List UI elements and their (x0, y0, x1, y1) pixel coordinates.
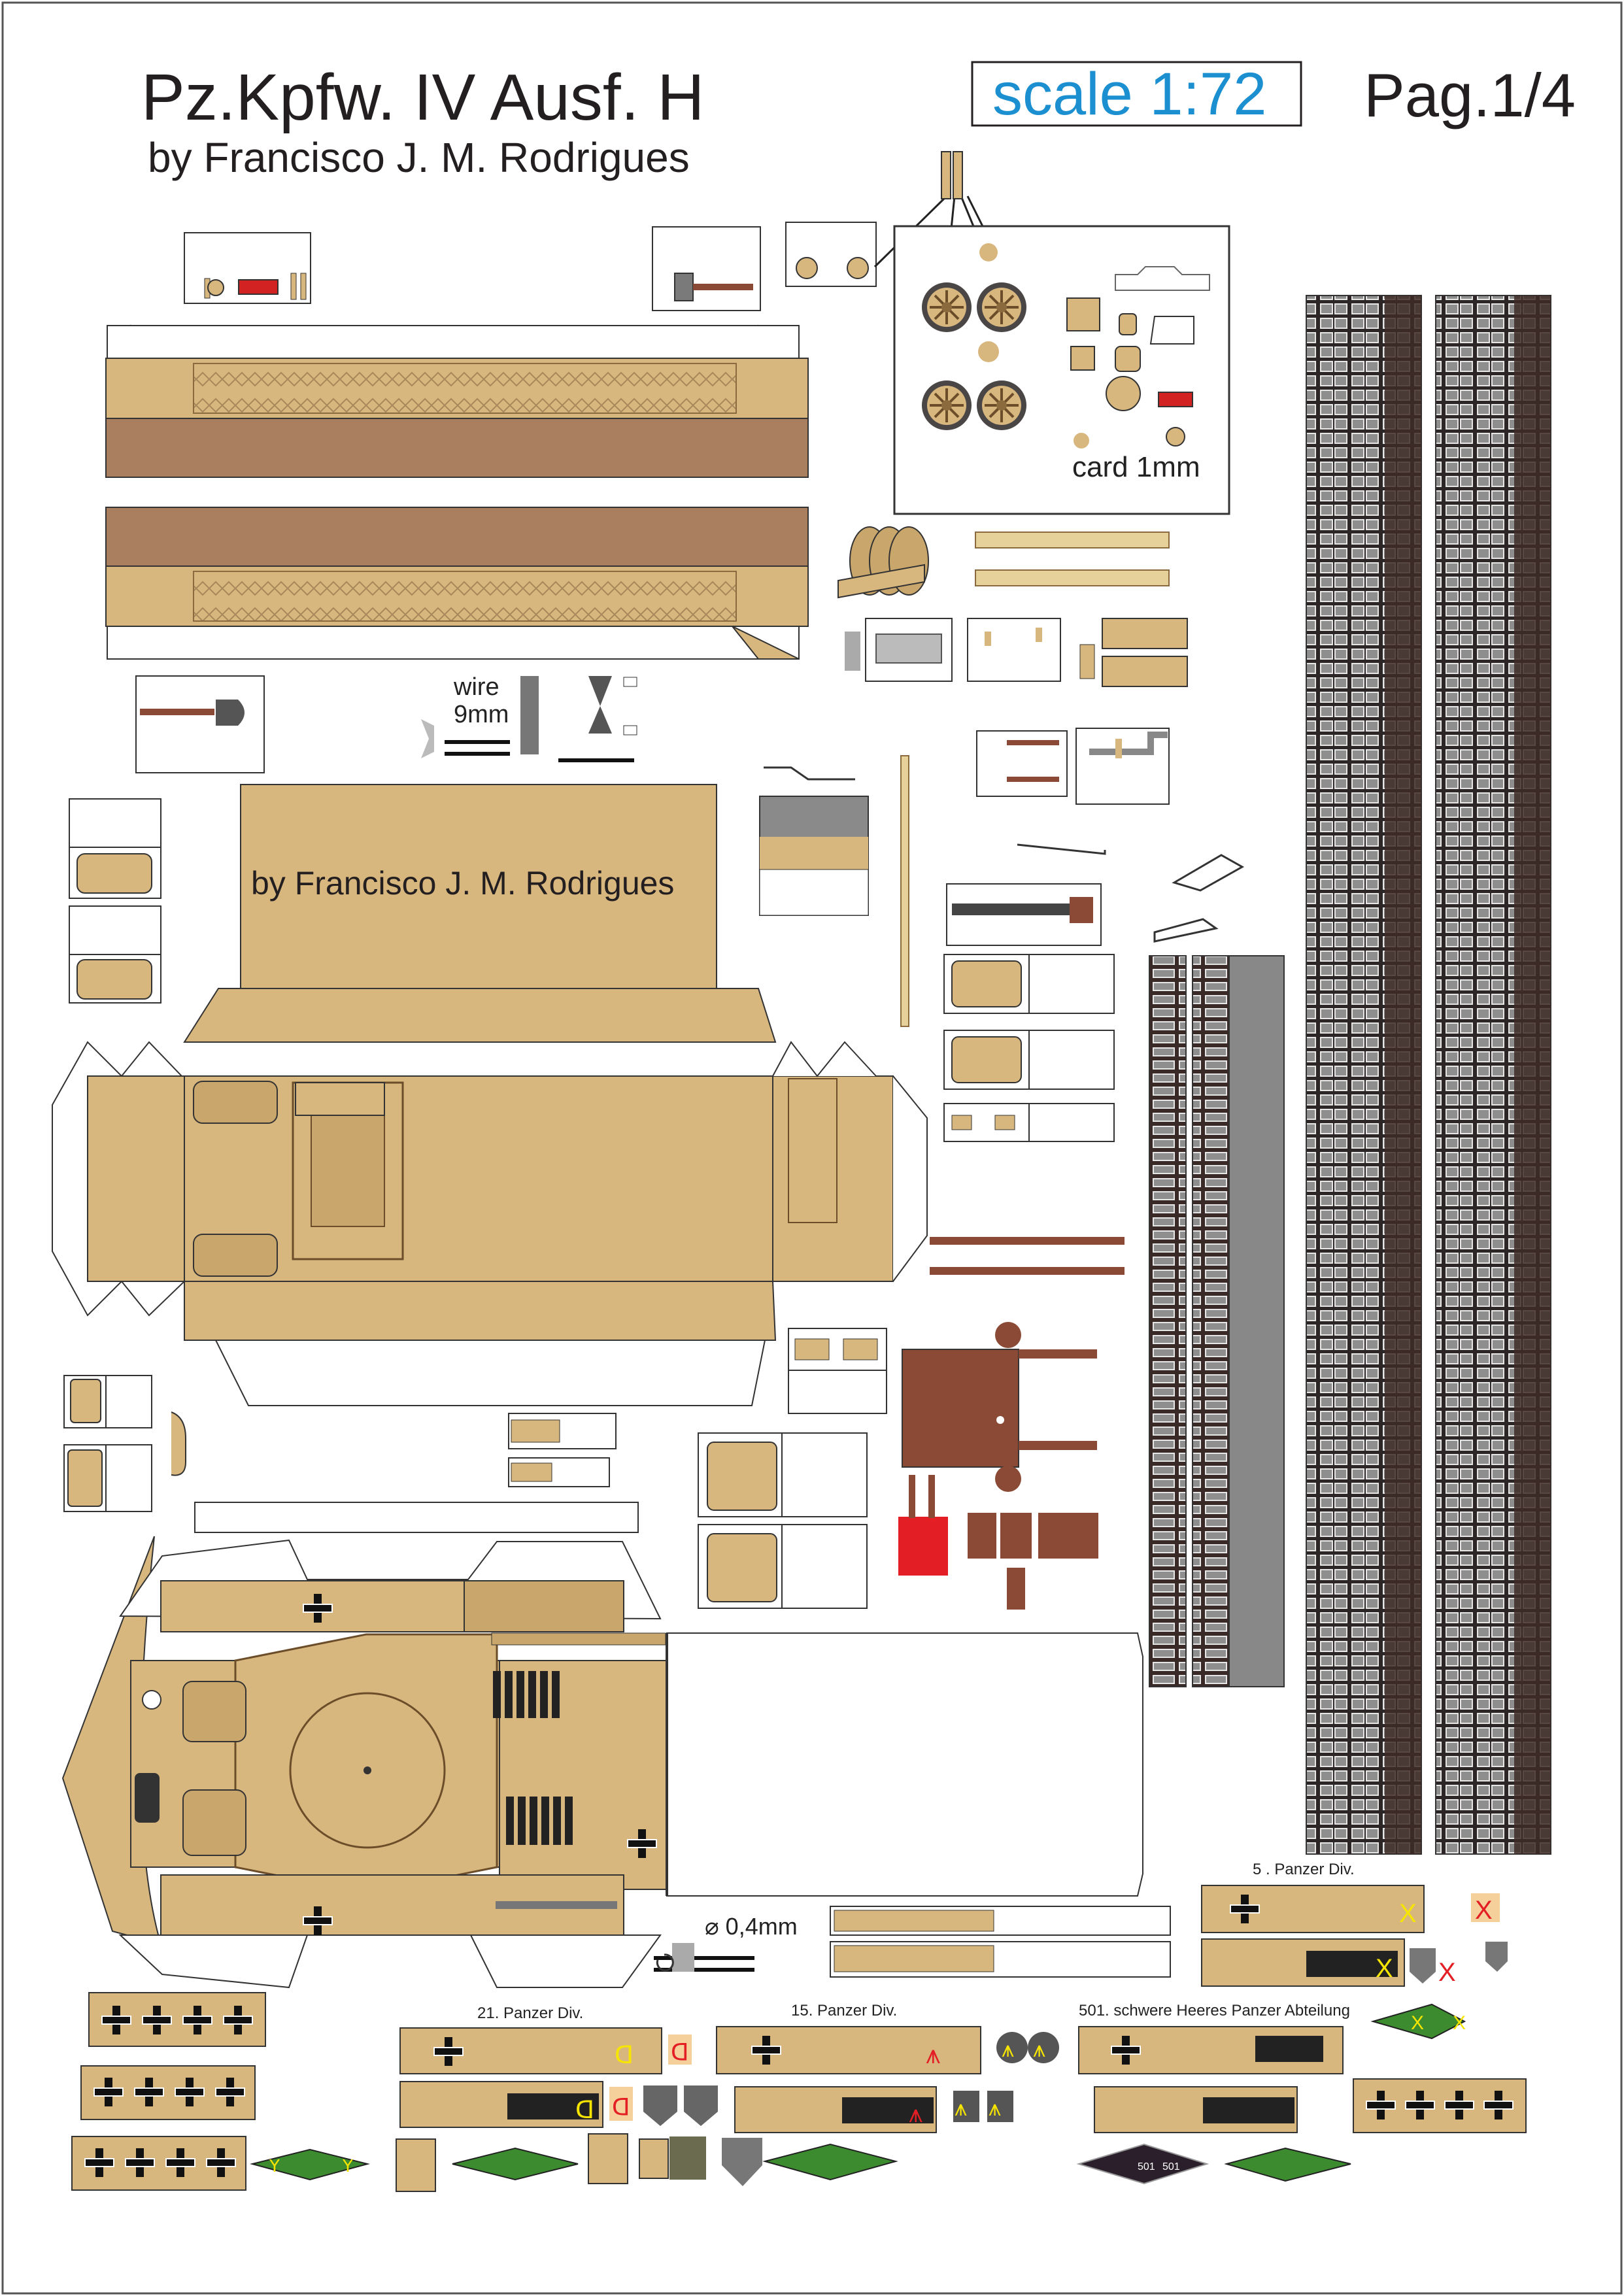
track-run-short-right (1192, 955, 1230, 1687)
rod-diameter-label: ⌀ 0,4mm (705, 1913, 798, 1940)
track-run-short-left (1149, 955, 1187, 1687)
decal-label-21-panzer: 21. Panzer Div. (477, 2004, 584, 2022)
svg-text:ᗡ: ᗡ (575, 2095, 594, 2124)
page-number: Pag.1/4 (1364, 61, 1576, 129)
svg-text:ᗡ: ᗡ (671, 2040, 689, 2067)
hull-author-label: by Francisco J. M. Rodrigues (251, 865, 675, 902)
svg-text:X: X (1453, 2012, 1466, 2034)
part-hammer-card (652, 226, 761, 311)
decal-501-number-a: 501 (1138, 2161, 1155, 2172)
svg-text:⩚: ⩚ (926, 2040, 941, 2070)
decal-label-5-panzer: 5 . Panzer Div. (1253, 1861, 1355, 1878)
part-shovel-card (135, 675, 265, 773)
rotate-arrow-icon (656, 1953, 674, 1972)
wire-length-label: 9mm (454, 701, 509, 728)
svg-text:X: X (1399, 1899, 1417, 1928)
decal-crosses-left (71, 1992, 266, 2191)
svg-text:⩚: ⩚ (955, 2095, 967, 2121)
svg-text:ᗡ: ᗡ (615, 2040, 634, 2069)
decal-501-number-b: 501 (1162, 2161, 1180, 2172)
svg-text:⩚: ⩚ (1002, 2036, 1014, 2063)
decal-label-501-abt: 501. schwere Heeres Panzer Abteilung (1079, 2002, 1350, 2019)
scale-label: scale 1:72 (992, 61, 1267, 127)
page-title: Pz.Kpfw. IV Ausf. H (141, 61, 705, 134)
hull-side-lower (105, 507, 809, 660)
spare-wheels (837, 526, 929, 599)
decal-501-abt: X X (1076, 2003, 1527, 2185)
svg-text:Y: Y (342, 2157, 353, 2176)
svg-text:X: X (1438, 1958, 1456, 1987)
turret-rear-box (902, 1322, 1097, 1492)
part-idler-stack (941, 151, 951, 199)
svg-text:Y: Y (269, 2157, 280, 2176)
decal-21-panzer: ᗡ ᗡ ᗡ ᗡ (399, 2027, 718, 2128)
svg-text:⩚: ⩚ (989, 2095, 1001, 2121)
decal-5-panzer: X X X X (1201, 1885, 1508, 1987)
hull-top (52, 784, 928, 1406)
svg-text:⩚: ⩚ (1033, 2036, 1045, 2063)
svg-text:X: X (1411, 2012, 1424, 2034)
svg-text:ᗡ: ᗡ (612, 2095, 630, 2121)
palm-swastika-icon: Y Y (250, 2133, 898, 2192)
decal-label-15-panzer: 15. Panzer Div. (791, 2002, 898, 2019)
svg-text:⩚: ⩚ (909, 2099, 922, 2128)
decal-15-panzer: ⩚ ⩚ ⩚ ⩚ ⩚ ⩚ (716, 2026, 1059, 2133)
svg-text:X: X (1376, 1954, 1393, 1983)
page-author: by Francisco J. M. Rodrigues (148, 134, 690, 181)
svg-text:X: X (1475, 1896, 1493, 1925)
card-1mm-label: card 1mm (1072, 451, 1200, 483)
scale-box (971, 61, 1302, 127)
hatch-icon (76, 853, 152, 894)
turret-net (61, 1536, 1143, 1989)
red-stowage (898, 1475, 1098, 1610)
wire-label: wire (454, 673, 499, 701)
hull-side-upper (105, 324, 809, 478)
